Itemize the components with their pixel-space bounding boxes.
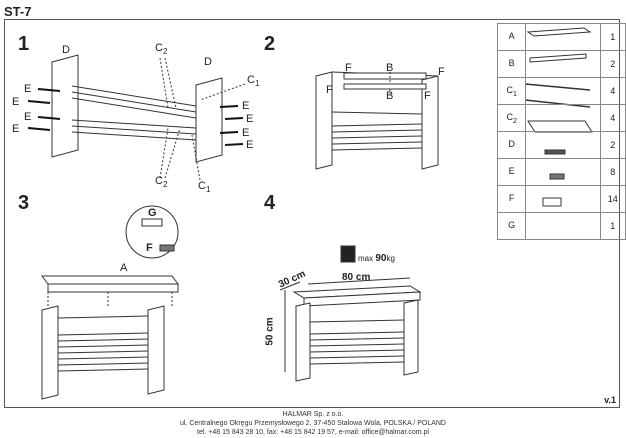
step4-height-dim: 50 cm [264,317,276,346]
step2-drawing [315,71,439,170]
part-qty: 2 [599,50,626,78]
part-code: B [496,50,527,78]
part-code: A [496,23,527,51]
step4-max-load: max 90kg [358,253,395,264]
part-image [525,158,601,186]
step2-label-f: F [326,84,333,96]
step3-label-a: A [120,262,128,274]
company-footer: HALMAR Sp. z o.o. ul. Centralnego Okręgu… [0,410,626,437]
part-qty: 2 [599,131,626,159]
step1-label-e: E [24,111,32,123]
part-qty: 8 [599,158,626,186]
step1-label-e: E [242,127,250,139]
footer-contact: tel. +48 15 843 28 10, fax: +48 15 842 1… [197,429,429,436]
part-image [525,23,601,51]
part-qty: 4 [599,104,626,132]
part-code: G [496,212,527,240]
step1-label-d-left: D [62,44,70,56]
step1-label-c1-top: C1 [247,74,260,89]
part-code: C2 [496,104,527,132]
table-row: D 2 [496,131,626,159]
page-title: ST-7 [4,4,32,19]
table-row: G 1 [496,212,626,240]
step1-label-d-right: D [204,56,212,68]
step1-label-e: E [12,96,20,108]
step1-label-e: E [246,139,254,151]
step2-label-f: F [345,62,352,74]
part-image [525,104,601,132]
step2-label-f: F [438,66,445,78]
step3-drawing [41,205,179,400]
part-code: F [496,185,527,213]
part-image [525,185,601,213]
step2-label-b: B [386,62,394,74]
table-row: A 1 [496,23,626,51]
step4-drawing [279,245,422,382]
table-row: C1 4 [496,77,626,105]
step2-label-f: F [424,90,431,102]
step1-label-e: E [12,123,20,135]
table-row: F 14 [496,185,626,213]
table-row: C2 4 [496,104,626,132]
footer-address: ul. Centralnego Okręgu Przemysłowego 2, … [179,420,446,427]
step2-label-b: B [386,90,394,102]
version-label: v.1 [604,395,616,405]
part-qty: 4 [599,77,626,105]
step-3-number: 3 [18,192,30,214]
step1-label-c2-top: C2 [155,42,168,57]
footer-company: HALMAR Sp. z o.o. [282,411,344,418]
part-qty: 14 [599,185,626,213]
step1-label-e: E [242,100,250,112]
part-code: E [496,158,527,186]
step1-label-e: E [246,113,254,125]
part-image [525,77,601,105]
part-image [525,212,601,240]
step-1-number: 1 [18,33,30,55]
part-qty: 1 [599,212,626,240]
step3-label-f: F [146,242,153,254]
table-row: E 8 [496,158,626,186]
step1-label-e: E [24,83,32,95]
step4-width-dim: 80 cm [342,272,371,283]
step-4-number: 4 [264,192,276,214]
part-code: C1 [496,77,527,105]
step1-label-c2-bottom: C2 [155,175,168,190]
part-image [525,131,601,159]
step3-label-g: G [148,207,157,219]
step1-label-c1-bottom: C1 [198,180,211,195]
part-qty: 1 [599,23,626,51]
part-image [525,50,601,78]
table-row: B 2 [496,50,626,78]
part-code: D [496,131,527,159]
step-2-number: 2 [264,33,276,55]
step1-drawing [27,54,246,181]
parts-table: A 1 B 2 C1 4 C2 4 D 2 E 8 F 14 G 1 [496,23,626,240]
